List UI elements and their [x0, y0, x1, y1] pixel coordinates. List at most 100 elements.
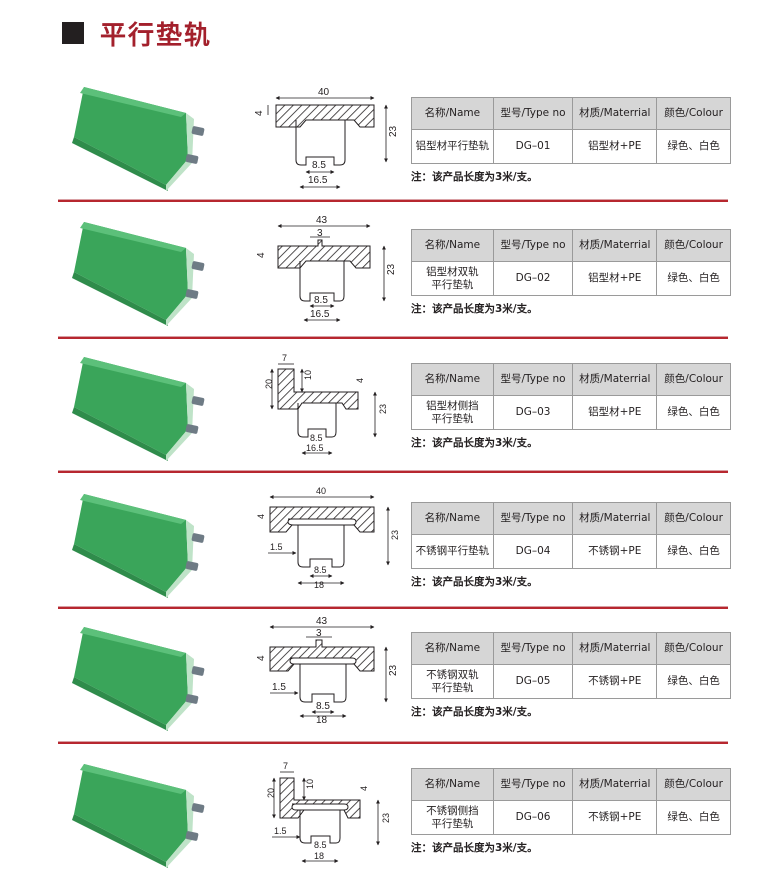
svg-text:7: 7 — [282, 353, 287, 363]
page-title-text: 平行垫轨 — [100, 20, 213, 51]
svg-text:4: 4 — [256, 514, 266, 519]
header-material: 材质/Materrial — [572, 632, 658, 665]
cell-colour: 绿色、白色 — [656, 261, 731, 296]
cell-material: 铝型材+PE — [572, 261, 658, 296]
cell-type: DG–05 — [492, 664, 574, 699]
length-note: 注：该产品长度为3米/支。 — [411, 303, 538, 315]
green-rail-icon — [72, 764, 205, 868]
cell-name: 不锈钢侧挡平行垫轨 — [411, 800, 494, 835]
table-row: 不锈钢侧挡平行垫轨 DG–06 不锈钢+PE 绿色、白色 — [411, 800, 731, 835]
svg-text:10: 10 — [305, 779, 315, 789]
header-name: 名称/Name — [411, 502, 494, 535]
svg-text:8.5: 8.5 — [314, 295, 328, 306]
header-name: 名称/Name — [411, 97, 494, 130]
header-colour: 颜色/Colour — [656, 97, 731, 130]
cell-name: 铝型材侧挡平行垫轨 — [411, 395, 494, 430]
drawing-dg05: 43 3 4 23 1.5 8.5 18 — [248, 615, 399, 730]
svg-text:4: 4 — [256, 655, 267, 661]
table-header-row: 名称/Name 型号/Type no 材质/Materrial 颜色/Colou… — [411, 229, 731, 262]
section-divider — [58, 336, 728, 339]
svg-text:1.5: 1.5 — [272, 682, 286, 693]
cell-type: DG–04 — [492, 534, 574, 569]
svg-text:16.5: 16.5 — [310, 309, 330, 320]
header-colour: 颜色/Colour — [656, 768, 731, 801]
cell-colour: 绿色、白色 — [656, 395, 731, 430]
drawing-dg02: 43 3 4 23 8.5 16.5 — [248, 212, 398, 327]
header-type: 型号/Type no — [492, 502, 574, 535]
green-rail-icon — [72, 494, 205, 598]
table-header-row: 名称/Name 型号/Type no 材质/Materrial 颜色/Colou… — [411, 768, 731, 801]
svg-text:4: 4 — [254, 110, 265, 116]
product-photo-dg02 — [66, 210, 226, 330]
header-type: 型号/Type no — [492, 229, 574, 262]
svg-text:4: 4 — [256, 252, 267, 258]
svg-text:4: 4 — [355, 378, 365, 383]
spec-table-dg04: 名称/Name 型号/Type no 材质/Materrial 颜色/Colou… — [411, 502, 731, 589]
svg-text:23: 23 — [388, 664, 398, 676]
header-material: 材质/Materrial — [572, 229, 658, 262]
header-material: 材质/Materrial — [572, 363, 658, 396]
cell-type: DG–03 — [492, 395, 574, 430]
svg-text:18: 18 — [314, 851, 324, 861]
cell-material: 铝型材+PE — [572, 129, 658, 164]
cell-material: 不锈钢+PE — [572, 800, 658, 835]
svg-text:8.5: 8.5 — [314, 565, 327, 575]
svg-text:10: 10 — [303, 370, 313, 380]
header-material: 材质/Materrial — [572, 97, 658, 130]
svg-text:8.5: 8.5 — [316, 701, 330, 712]
header-name: 名称/Name — [411, 632, 494, 665]
cell-colour: 绿色、白色 — [656, 534, 731, 569]
header-colour: 颜色/Colour — [656, 363, 731, 396]
product-photo-dg05 — [66, 615, 226, 735]
svg-text:16.5: 16.5 — [308, 175, 328, 186]
drawing-dg03: 7 20 10 4 23 8.5 16.5 — [248, 347, 398, 462]
spec-table-dg06: 名称/Name 型号/Type no 材质/Materrial 颜色/Colou… — [411, 768, 731, 855]
cell-name: 不锈钢双轨平行垫轨 — [411, 664, 494, 699]
cell-material: 不锈钢+PE — [572, 534, 658, 569]
table-row: 铝型材平行垫轨 DG–01 铝型材+PE 绿色、白色 — [411, 129, 731, 164]
cell-name: 铝型材平行垫轨 — [411, 129, 494, 164]
cell-name: 不锈钢平行垫轨 — [411, 534, 494, 569]
svg-text:23: 23 — [388, 125, 398, 137]
svg-text:4: 4 — [359, 786, 369, 791]
cell-name: 铝型材双轨平行垫轨 — [411, 261, 494, 296]
svg-text:43: 43 — [316, 215, 328, 226]
header-type: 型号/Type no — [492, 632, 574, 665]
table-header-row: 名称/Name 型号/Type no 材质/Materrial 颜色/Colou… — [411, 502, 731, 535]
svg-text:8.5: 8.5 — [310, 433, 323, 443]
drawing-dg06: 7 20 10 4 23 1.5 8.5 18 — [248, 758, 398, 873]
drawing-dg01: 40 4 23 8.5 16.5 — [248, 82, 399, 197]
product-photo-dg03 — [66, 345, 226, 465]
green-rail-icon — [72, 357, 205, 461]
svg-text:1.5: 1.5 — [270, 542, 283, 552]
cell-material: 铝型材+PE — [572, 395, 658, 430]
table-row: 不锈钢平行垫轨 DG–04 不锈钢+PE 绿色、白色 — [411, 534, 731, 569]
cell-colour: 绿色、白色 — [656, 664, 731, 699]
product-photo-dg01 — [66, 75, 226, 195]
header-colour: 颜色/Colour — [656, 632, 731, 665]
header-colour: 颜色/Colour — [656, 229, 731, 262]
header-name: 名称/Name — [411, 768, 494, 801]
header-type: 型号/Type no — [492, 768, 574, 801]
header-type: 型号/Type no — [492, 363, 574, 396]
svg-text:43: 43 — [316, 616, 328, 627]
svg-text:20: 20 — [264, 379, 274, 389]
svg-text:7: 7 — [283, 761, 288, 771]
table-header-row: 名称/Name 型号/Type no 材质/Materrial 颜色/Colou… — [411, 97, 731, 130]
title-square-icon — [62, 22, 84, 44]
svg-text:3: 3 — [317, 228, 323, 239]
length-note: 注：该产品长度为3米/支。 — [411, 171, 538, 183]
svg-text:40: 40 — [318, 87, 330, 98]
section-divider — [58, 470, 728, 473]
svg-text:3: 3 — [316, 628, 322, 639]
green-rail-icon — [72, 222, 205, 326]
length-note: 注：该产品长度为3米/支。 — [411, 576, 538, 588]
drawing-dg04: 40 4 23 1.5 8.5 18 — [248, 485, 400, 600]
length-note: 注：该产品长度为3米/支。 — [411, 437, 538, 449]
table-row: 铝型材双轨平行垫轨 DG–02 铝型材+PE 绿色、白色 — [411, 261, 731, 296]
green-rail-icon — [72, 627, 205, 731]
product-photo-dg04 — [66, 482, 226, 602]
section-divider — [58, 199, 728, 202]
svg-text:23: 23 — [390, 530, 398, 540]
svg-text:8.5: 8.5 — [312, 160, 326, 171]
